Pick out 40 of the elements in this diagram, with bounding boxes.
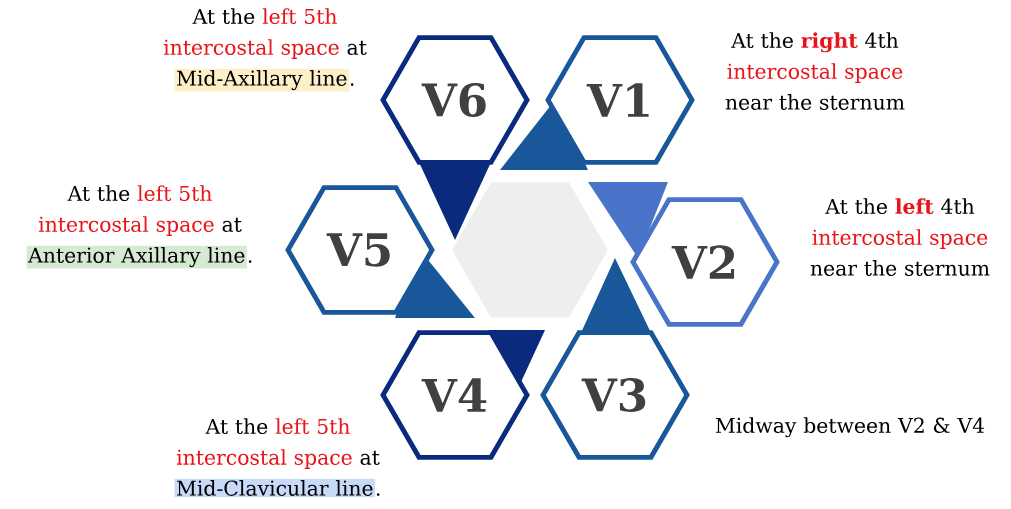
hexagon-pointer-tile: V1 — [500, 35, 695, 170]
node-label: Mid-Clavicular line — [176, 480, 373, 496]
node-label: at — [347, 40, 367, 55]
node-label: intercostal space — [812, 229, 988, 249]
node-label: at — [222, 217, 242, 232]
node-label: intercostal space — [163, 39, 339, 59]
node-label: at — [360, 450, 380, 465]
node-label: left 5th — [137, 185, 212, 202]
hexagon-pointer-tile: V2 — [588, 182, 780, 327]
node-label: Anterior Axillary line — [27, 247, 245, 268]
node-label: left — [895, 198, 934, 215]
annotation-text: At the left 4th intercostal space near the sternum — [810, 198, 990, 276]
node-label: near the sternum — [725, 94, 905, 110]
node-label: intercostal space — [727, 63, 903, 83]
hexagon-pointer-tile: V4 — [380, 330, 545, 460]
annotation-text: At the right 4th intercostal space near the sternum — [725, 32, 905, 110]
node-label: At the — [192, 8, 255, 25]
node-label: left 5th — [275, 418, 350, 435]
annotation-text: At the left 5th intercostal space at Mid-Clavicular line . — [174, 418, 380, 498]
node-label: At the — [825, 198, 887, 215]
node-label: . — [248, 260, 252, 263]
node-label: . — [376, 493, 380, 496]
node-label: At the — [67, 185, 130, 202]
node-label: At the — [731, 32, 793, 49]
node-label: right — [801, 32, 858, 53]
center-hexagon — [452, 182, 608, 318]
node-label: V4 — [421, 378, 487, 412]
node-label: left 5th — [262, 8, 337, 25]
node-label: At the — [205, 418, 268, 435]
annotation-text: At the left 5th intercostal space at Anterior Axillary line . — [26, 185, 252, 269]
node-label: 4th — [865, 32, 899, 49]
node-label: . — [350, 83, 354, 86]
annotation-text: Midway between V2 & V4 — [715, 417, 985, 438]
hexagon-pointer-tile: V5 — [285, 185, 475, 318]
node-label: Mid-Axillary line — [177, 70, 347, 91]
node-label: near the sternum — [810, 260, 990, 276]
annotation-text: At the left 5th intercostal space at Mid-Axillary line . — [163, 8, 367, 92]
node-label: intercostal space — [38, 216, 214, 236]
node-label: 4th — [941, 198, 975, 215]
node-label: intercostal space — [176, 449, 352, 469]
